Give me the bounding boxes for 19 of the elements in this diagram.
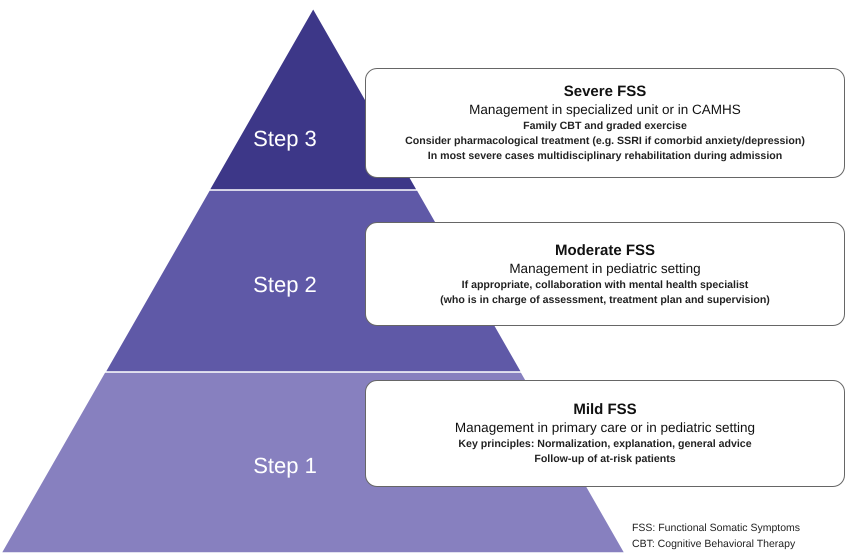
box-text: (who is in charge of assessment, treatment plan and supervision) [440,292,770,308]
step-label: Step 2 [253,272,317,298]
step-label: Step 1 [253,453,317,480]
box-subheading: Management in pediatric setting [509,260,701,278]
step-label: Step 3 [253,126,317,152]
box-subheading: Management in primary care or in pediatric setting [454,419,756,437]
box-text: Key principles: Normalization, explanation, general advice [458,437,752,452]
box-text: Family CBT and graded exercise [523,119,687,134]
box-heading: Severe FSS [564,82,646,101]
text-box [365,68,845,178]
box-heading: Moderate FSS [554,240,656,260]
box-text: If appropriate, collaboration with mental health specialist [462,278,748,292]
box-text: Consider pharmacological treatment (e.g. SSRI if comorbid anxiety/depression) [405,134,805,149]
text-box [365,380,845,487]
box-heading: Mild FSS [573,400,637,419]
box-text: In most severe cases multidisciplinary rehabilitation during admission [428,149,782,164]
box-subheading: Management in specialized unit or in CAMHS [469,101,741,119]
box-text: Follow-up of at-risk patients [534,452,676,467]
text-box [365,222,845,326]
